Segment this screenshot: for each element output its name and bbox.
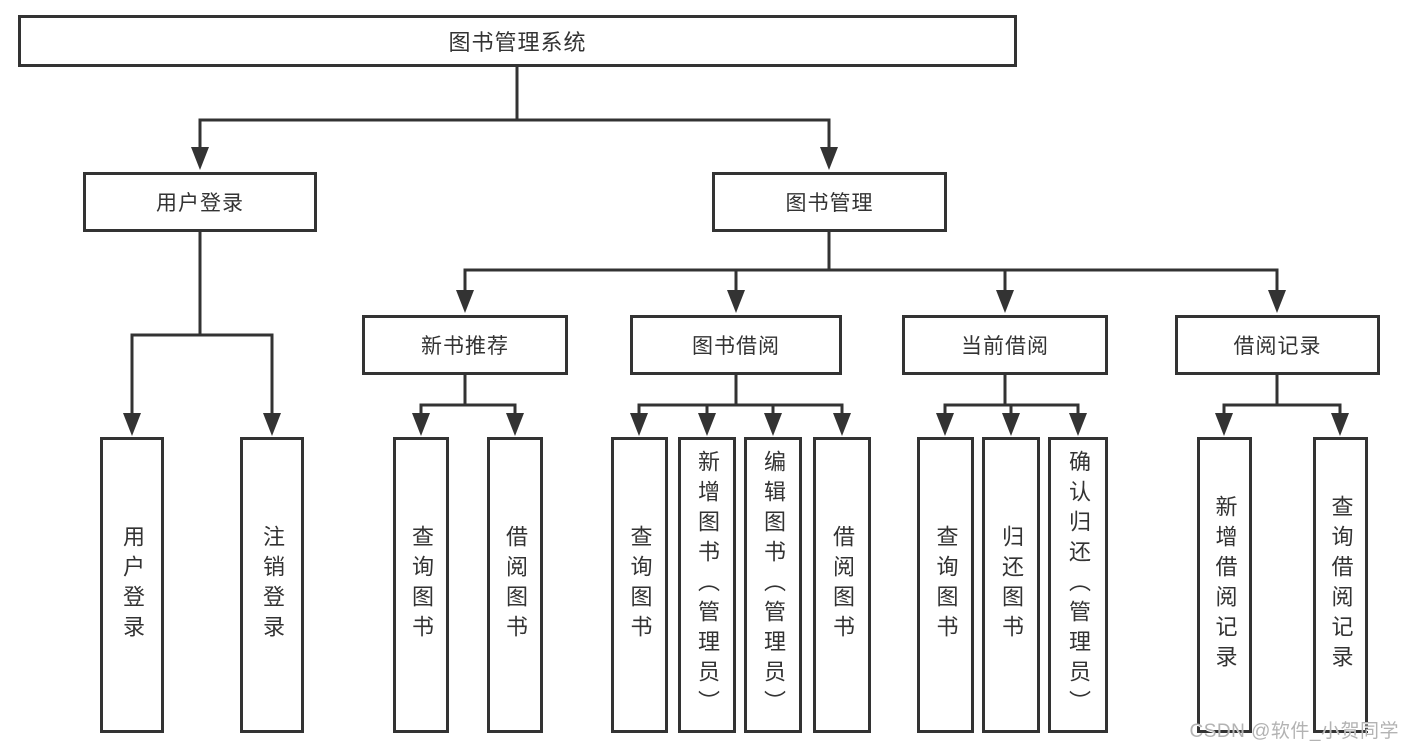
leaf-br-add-record-label: 新增借阅记录	[1212, 495, 1238, 675]
node-new-book-recommend: 新书推荐	[362, 315, 568, 375]
leaf-cb-query-book: 查询图书	[917, 437, 974, 733]
arrowhead-down-icon	[1215, 413, 1233, 436]
leaf-logout: 注销登录	[240, 437, 304, 733]
arrowhead-down-icon	[996, 290, 1014, 313]
leaf-cb-confirm-return-admin: 确认归还（管理员）	[1048, 437, 1108, 733]
node-book-borrow: 图书借阅	[630, 315, 842, 375]
arrowhead-down-icon	[1331, 413, 1349, 436]
node-borrow-records: 借阅记录	[1175, 315, 1380, 375]
arrowhead-down-icon	[630, 413, 648, 436]
leaf-bb-add-book-admin-label: 新增图书（管理员）	[695, 450, 720, 720]
arrowhead-down-icon	[1002, 413, 1020, 436]
node-current-borrow-label: 当前借阅	[961, 335, 1049, 358]
leaf-cb-return-book: 归还图书	[982, 437, 1040, 733]
leaf-cb-confirm-return-admin-label: 确认归还（管理员）	[1066, 450, 1091, 720]
leaf-bb-borrow-book: 借阅图书	[813, 437, 871, 733]
node-user-login-label: 用户登录	[156, 192, 244, 215]
leaf-cb-return-book-label: 归还图书	[999, 525, 1024, 645]
arrowhead-down-icon	[123, 413, 141, 436]
arrowhead-down-icon	[936, 413, 954, 436]
arrowhead-down-icon	[263, 413, 281, 436]
leaf-bb-add-book-admin: 新增图书（管理员）	[678, 437, 736, 733]
arrowhead-down-icon	[191, 147, 209, 170]
node-current-borrow: 当前借阅	[902, 315, 1108, 375]
leaf-nbr-query-book: 查询图书	[393, 437, 449, 733]
leaf-bb-edit-book-admin: 编辑图书（管理员）	[744, 437, 802, 733]
leaf-br-add-record: 新增借阅记录	[1197, 437, 1252, 733]
leaf-nbr-query-book-label: 查询图书	[409, 525, 434, 645]
leaf-nbr-borrow-book-label: 借阅图书	[503, 525, 528, 645]
arrowhead-down-icon	[412, 413, 430, 436]
arrowhead-down-icon	[833, 413, 851, 436]
arrowhead-down-icon	[506, 413, 524, 436]
leaf-logout-label: 注销登录	[260, 525, 285, 645]
arrowhead-down-icon	[1268, 290, 1286, 313]
arrowhead-down-icon	[820, 147, 838, 170]
leaf-user-login: 用户登录	[100, 437, 164, 733]
leaf-bb-borrow-book-label: 借阅图书	[830, 525, 855, 645]
arrowhead-down-icon	[1069, 413, 1087, 436]
leaf-nbr-borrow-book: 借阅图书	[487, 437, 543, 733]
node-root-system: 图书管理系统	[18, 15, 1017, 67]
arrowhead-down-icon	[764, 413, 782, 436]
leaf-br-query-record-label: 查询借阅记录	[1328, 495, 1354, 675]
arrowhead-down-icon	[456, 290, 474, 313]
leaf-cb-query-book-label: 查询图书	[933, 525, 959, 645]
node-book-borrow-label: 图书借阅	[692, 335, 780, 358]
csdn-watermark: CSDN @软件_小贺同学	[1189, 721, 1399, 742]
arrowhead-down-icon	[727, 290, 745, 313]
leaf-br-query-record: 查询借阅记录	[1313, 437, 1368, 733]
node-new-book-recommend-label: 新书推荐	[421, 335, 509, 358]
leaf-bb-edit-book-admin-label: 编辑图书（管理员）	[761, 450, 786, 720]
node-book-management-label: 图书管理	[785, 192, 874, 215]
node-user-login: 用户登录	[83, 172, 317, 232]
node-book-management: 图书管理	[712, 172, 947, 232]
leaf-bb-query-book-label: 查询图书	[627, 525, 653, 645]
leaf-bb-query-book: 查询图书	[611, 437, 668, 733]
node-root-label: 图书管理系统	[448, 30, 587, 55]
leaf-user-login-label: 用户登录	[120, 525, 145, 645]
node-borrow-records-label: 借阅记录	[1233, 335, 1322, 358]
arrowhead-down-icon	[698, 413, 716, 436]
